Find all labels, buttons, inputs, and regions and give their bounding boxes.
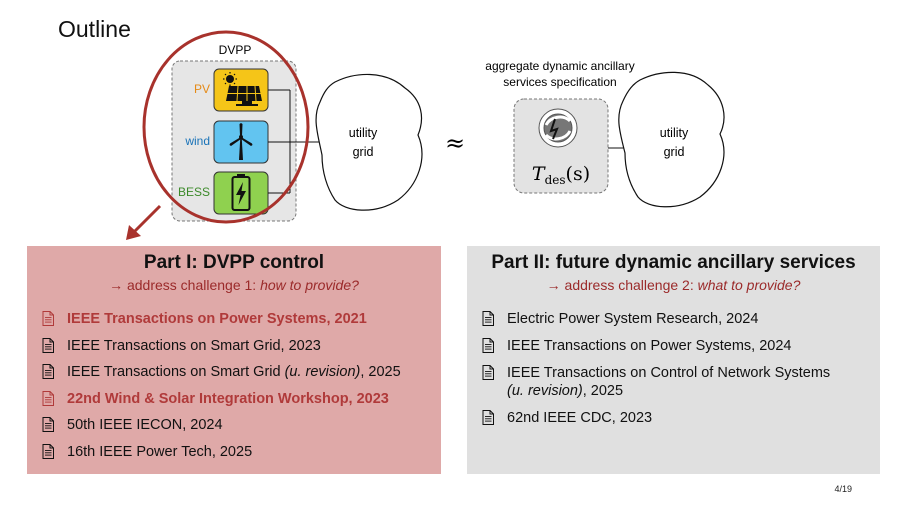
- slide-title: Outline: [58, 16, 131, 42]
- red-arrow: [126, 204, 162, 240]
- page-number: 4/19: [834, 484, 852, 494]
- part1-ref-item: IEEE Transactions on Smart Grid, 2023: [40, 337, 435, 355]
- approx-symbol: ≈: [445, 129, 465, 157]
- part1-ref-item: IEEE Transactions on Power Systems, 2021: [40, 310, 435, 328]
- specification-emblem-icon: [538, 108, 578, 148]
- bess-source: [213, 171, 269, 215]
- part1-subtitle: → address challenge 1: how to provide?: [109, 277, 359, 293]
- document-icon: [482, 338, 494, 353]
- document-icon: [482, 311, 494, 326]
- part2-ref-item: IEEE Transactions on Control of Network …: [480, 364, 874, 400]
- transfer-function-label: Tdes(s): [532, 163, 590, 187]
- utility-grid-left-line1: utility: [349, 126, 378, 140]
- document-icon: [42, 337, 54, 353]
- part1-ref-item: 22nd Wind & Solar Integration Workshop, …: [40, 390, 435, 408]
- part2-reference-list: Electric Power System Research, 2024 IEE…: [480, 310, 874, 436]
- part1-reference-list: IEEE Transactions on Power Systems, 2021…: [40, 310, 435, 470]
- part2-panel: Part II: future dynamic ancillary servic…: [467, 246, 880, 474]
- wind-label: wind: [184, 134, 210, 148]
- dvpp-label: DVPP: [219, 43, 252, 57]
- wind-source: [213, 120, 269, 164]
- dvpp-diagram: DVPP PV: [126, 30, 725, 240]
- part2-ref-item: 62nd IEEE CDC, 2023: [480, 409, 874, 427]
- part2-heading: Part II: future dynamic ancillary servic…: [491, 252, 856, 273]
- document-icon: [42, 364, 54, 380]
- part1-ref-item: IEEE Transactions on Smart Grid (u. revi…: [40, 363, 435, 381]
- utility-grid-cloud-left: [315, 73, 423, 211]
- wind-turbine-icon: [229, 123, 253, 160]
- document-icon: [42, 443, 54, 459]
- solar-panel-icon: [223, 72, 262, 106]
- battery-icon: [231, 174, 251, 211]
- part2-ref-item: Electric Power System Research, 2024: [480, 310, 874, 328]
- spec-caption-line2: services specification: [503, 75, 616, 89]
- part1-ref-item: 50th IEEE IECON, 2024: [40, 416, 435, 434]
- document-icon: [42, 417, 54, 433]
- dvpp-highlight-ellipse: [142, 30, 310, 224]
- bess-label: BESS: [178, 185, 210, 199]
- document-icon: [42, 311, 54, 326]
- part1-heading: Part I: DVPP control: [143, 252, 325, 273]
- spec-caption-line1: aggregate dynamic ancillary: [485, 59, 634, 73]
- pv-source: [213, 68, 269, 112]
- document-icon: [482, 410, 494, 425]
- part1-panel: Part I: DVPP control → address challenge…: [27, 246, 441, 474]
- part2-ref-item: IEEE Transactions on Power Systems, 2024: [480, 337, 874, 355]
- part1-ref-item: 16th IEEE Power Tech, 2025: [40, 443, 435, 461]
- utility-grid-right-line2: grid: [664, 145, 685, 159]
- pv-label: PV: [194, 82, 210, 96]
- part2-subtitle: → address challenge 2: what to provide?: [546, 277, 801, 293]
- utility-grid-cloud-right: [618, 71, 725, 208]
- document-icon: [482, 365, 494, 380]
- utility-grid-left-line2: grid: [353, 145, 374, 159]
- document-icon: [42, 390, 54, 406]
- utility-grid-right-line1: utility: [660, 126, 689, 140]
